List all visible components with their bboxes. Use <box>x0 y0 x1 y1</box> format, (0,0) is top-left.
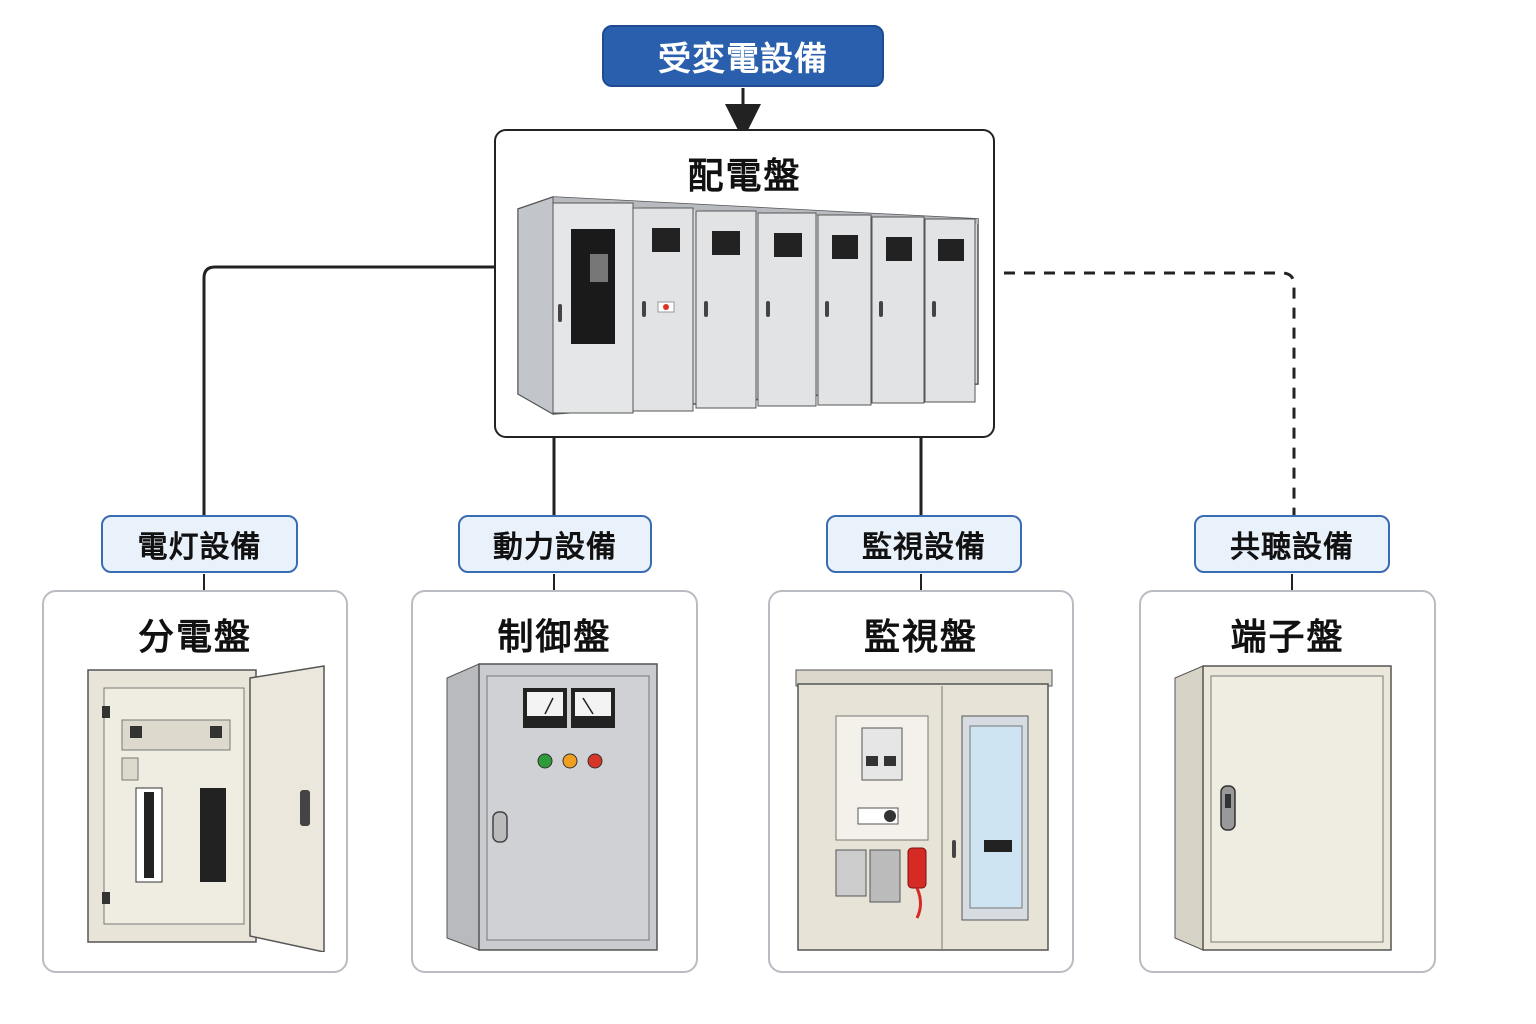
monitoring-panel-illustration <box>795 669 1053 951</box>
terminal-box-illustration <box>1174 665 1392 951</box>
panel-box-terminal: 端子盤 <box>1139 590 1436 973</box>
category-label-power: 動力設備 <box>458 515 652 573</box>
main-panel-box: 配電盤 <box>494 129 995 438</box>
panel-box-control: 制御盤 <box>411 590 698 973</box>
panel-title-control: 制御盤 <box>497 617 612 658</box>
main-panel-title: 配電盤 <box>687 156 802 197</box>
panel-title-distribution: 分電盤 <box>137 617 252 658</box>
link-tv <box>1004 271 1296 515</box>
panel-box-monitoring: 監視盤 <box>768 590 1074 973</box>
distribution-board-illustration <box>87 665 325 952</box>
substation-label: 受変電設備 <box>658 39 828 78</box>
panel-box-distribution: 分電盤 <box>42 590 348 973</box>
switchboard-illustration <box>517 196 979 415</box>
category-label-tv: 共聴設備 <box>1194 515 1390 573</box>
panel-title-monitoring: 監視盤 <box>863 617 978 658</box>
category-label-lighting: 電灯設備 <box>101 515 298 573</box>
category-label-monitoring: 監視設備 <box>826 515 1022 573</box>
control-panel-illustration <box>446 663 658 951</box>
substation-node: 受変電設備 <box>602 25 884 87</box>
link-lighting <box>202 265 494 515</box>
panel-title-terminal: 端子盤 <box>1230 617 1345 658</box>
